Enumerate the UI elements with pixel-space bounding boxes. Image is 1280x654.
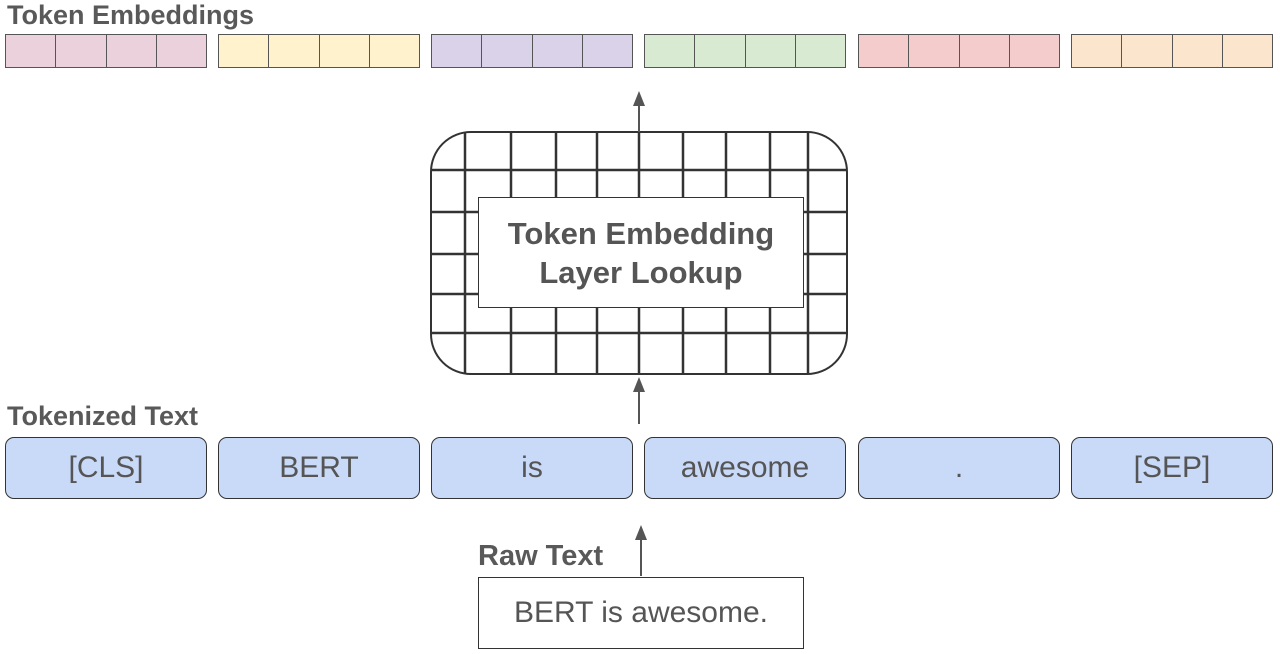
embedding-cell — [1122, 35, 1173, 67]
embedding-cell — [795, 35, 845, 67]
embedding-cell — [582, 35, 632, 67]
embedding-cell — [909, 35, 960, 67]
embedding-vector-0 — [5, 34, 207, 68]
embedding-cell — [319, 35, 370, 67]
token-box: [SEP] — [1071, 437, 1273, 499]
token-box: awesome — [644, 437, 846, 499]
arrow-up-icon — [635, 525, 647, 576]
embedding-cell — [56, 35, 107, 67]
embedding-cell — [1072, 35, 1123, 67]
token-box: [CLS] — [5, 437, 207, 499]
token-box: BERT — [218, 437, 420, 499]
embedding-vector-4 — [858, 34, 1060, 68]
embedding-vector-1 — [218, 34, 420, 68]
embedding-cell — [482, 35, 533, 67]
embedding-cell — [1172, 35, 1223, 67]
arrow-up-icon — [633, 377, 645, 424]
embedding-vector-5 — [1071, 34, 1273, 68]
token-embeddings-title: Token Embeddings — [7, 0, 255, 30]
embedding-cell — [695, 35, 746, 67]
embedding-cell — [369, 35, 419, 67]
embedding-cell — [106, 35, 157, 67]
embedding-vector-2 — [431, 34, 633, 68]
lookup-layer-line2: Layer Lookup — [539, 254, 743, 290]
embedding-cell — [156, 35, 206, 67]
embedding-cell — [6, 35, 57, 67]
embedding-cell — [859, 35, 910, 67]
lookup-layer-label: Token Embedding Layer Lookup — [478, 197, 804, 308]
raw-text-title: Raw Text — [478, 540, 604, 572]
arrow-up-icon — [633, 91, 645, 132]
embedding-cell — [645, 35, 696, 67]
embedding-cell — [432, 35, 483, 67]
lookup-layer-line1: Token Embedding — [507, 215, 775, 251]
embedding-cell — [1222, 35, 1272, 67]
token-box: . — [858, 437, 1060, 499]
embedding-cell — [219, 35, 270, 67]
embedding-vector-3 — [644, 34, 846, 68]
embedding-cell — [269, 35, 320, 67]
raw-text-box: BERT is awesome. — [478, 577, 804, 649]
embedding-cell — [959, 35, 1010, 67]
tokenized-text-title: Tokenized Text — [7, 401, 199, 431]
embedding-cell — [532, 35, 583, 67]
embedding-cell — [1009, 35, 1059, 67]
embedding-cell — [745, 35, 796, 67]
token-box: is — [431, 437, 633, 499]
